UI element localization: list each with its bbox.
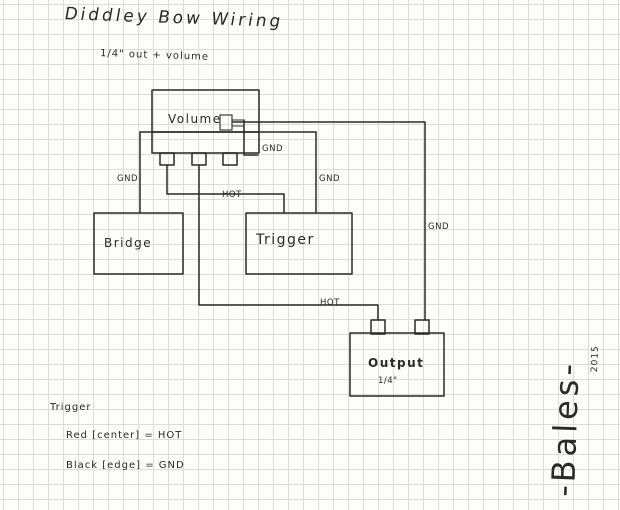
volume-label: Volume	[168, 112, 222, 126]
signature: -Bales-	[544, 359, 587, 498]
hot-trigger-label: HOT	[222, 190, 242, 200]
signature-year: 2015	[590, 345, 601, 373]
output-tab-gnd	[414, 319, 430, 335]
bridge-box	[93, 212, 184, 275]
volume-shaft-lines	[232, 119, 244, 127]
gnd-bridge-label: GND	[117, 174, 138, 184]
trigger-label: Trigger	[256, 232, 315, 248]
output-tab-hot	[370, 319, 386, 335]
output-box	[349, 332, 445, 397]
legend-line-1: Red [center] = HOT	[66, 430, 183, 441]
volume-base	[151, 131, 260, 154]
volume-lug-right	[222, 152, 238, 166]
volume-shaft	[219, 114, 233, 131]
gnd-volume-label: GND	[262, 144, 283, 154]
trigger-box	[245, 212, 353, 275]
output-sublabel: 1/4"	[378, 376, 398, 386]
wire-gnd-output	[231, 121, 426, 321]
volume-lug-center	[191, 152, 207, 166]
wire-hot-output	[198, 164, 379, 321]
wire-gnd-volume	[243, 119, 259, 156]
output-label: Output	[368, 356, 425, 370]
bridge-label: Bridge	[104, 236, 153, 250]
wire-hot-trigger	[166, 164, 285, 214]
hot-output-label: HOT	[320, 298, 340, 308]
legend-heading: Trigger	[50, 402, 92, 413]
gnd-trigger-label: GND	[319, 174, 340, 184]
volume-lug-left	[159, 152, 175, 166]
gnd-output-label: GND	[428, 222, 449, 232]
legend-line-2: Black [edge] = GND	[66, 460, 185, 471]
